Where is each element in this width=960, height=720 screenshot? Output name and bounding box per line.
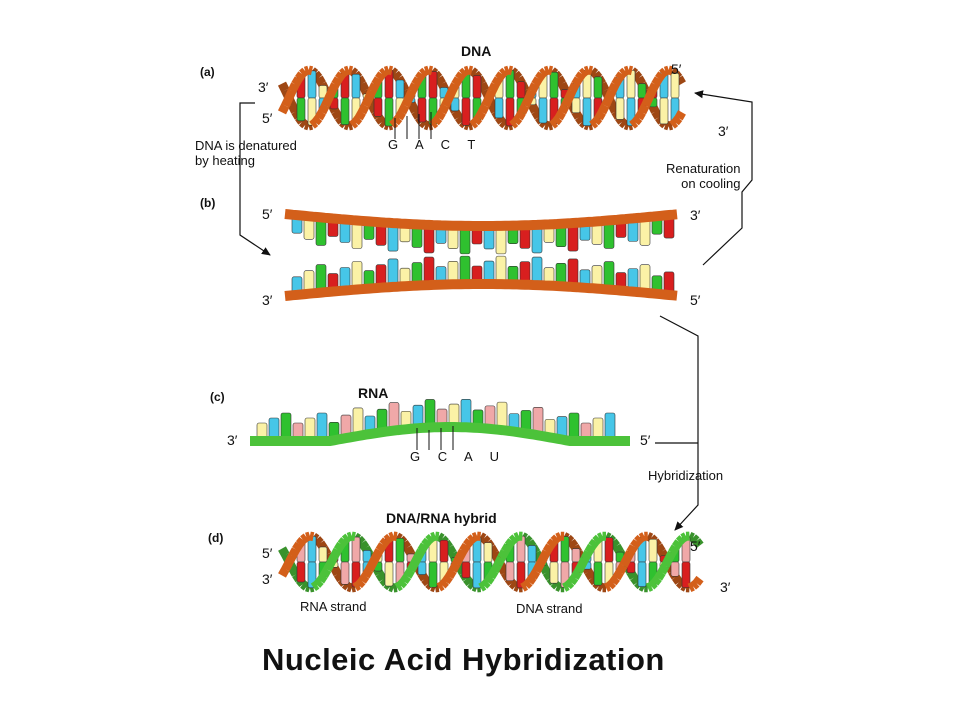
base-half xyxy=(395,79,405,99)
base-half xyxy=(417,561,427,575)
base-half xyxy=(648,538,658,563)
base-half xyxy=(307,70,317,99)
base-half xyxy=(582,97,592,126)
base-half xyxy=(637,83,647,99)
base-half xyxy=(538,97,548,124)
base-half xyxy=(615,97,625,120)
rna-base-letters: G C A U xyxy=(410,449,506,464)
base-half xyxy=(384,561,394,587)
base-half xyxy=(461,561,471,579)
base-half xyxy=(428,561,438,588)
base-half xyxy=(637,561,647,588)
base-half xyxy=(472,561,482,589)
dna-rna-hybrid-helix xyxy=(278,531,704,593)
dna-left-bottom-end: 5′ xyxy=(262,110,273,126)
hybrid-label: DNA/RNA hybrid xyxy=(386,510,497,526)
upper-strand-left-end: 5′ xyxy=(262,206,273,222)
lower-strand-right-end: 5′ xyxy=(690,292,701,308)
base-half xyxy=(494,97,504,119)
backbone-front-b xyxy=(277,65,686,129)
base-half xyxy=(428,71,438,99)
denatured-strand-upper xyxy=(284,209,678,255)
rna-strand xyxy=(250,399,630,446)
base-half xyxy=(549,71,559,99)
hybrid-right-bottom-end: 3′ xyxy=(720,579,731,595)
base-half xyxy=(659,97,669,125)
base-half xyxy=(571,548,581,563)
rna-label: RNA xyxy=(358,385,389,401)
rna-right-end: 5′ xyxy=(640,432,651,448)
dna-double-helix xyxy=(277,65,686,131)
base-half xyxy=(549,561,559,584)
hybrid-left-bottom-end: 3′ xyxy=(262,571,273,587)
hybrid-left-top-end: 5′ xyxy=(262,545,273,561)
figure-title: Nucleic Acid Hybridization xyxy=(262,642,665,677)
denature-label: DNA is denatured by heating xyxy=(195,138,297,168)
base-half xyxy=(593,561,603,586)
hybridize-arrow xyxy=(659,315,699,531)
panel-a-marker: (a) xyxy=(200,65,215,79)
base-half xyxy=(351,73,361,99)
backbone-front-a xyxy=(309,65,674,129)
base-half xyxy=(395,538,405,563)
denature-arrow xyxy=(239,102,271,256)
dna-right-top-end: 5′ xyxy=(671,61,682,77)
base-half xyxy=(670,561,680,577)
base-half xyxy=(593,76,603,99)
base-half xyxy=(384,97,394,127)
dna-strand-label: DNA strand xyxy=(516,601,583,616)
strand-backbone xyxy=(250,422,630,446)
base-half xyxy=(340,561,350,585)
backbone-front-a xyxy=(310,531,690,592)
dna-base-letters: G A C T xyxy=(388,137,483,152)
dna-label: DNA xyxy=(461,43,492,59)
hybrid-right-top-end: 5′ xyxy=(690,538,701,554)
base-half xyxy=(450,97,460,112)
base-half xyxy=(417,97,427,123)
rna-left-end: 3′ xyxy=(227,432,238,448)
base-half xyxy=(483,542,493,563)
dna-left-top-end: 3′ xyxy=(258,79,269,95)
strand-backbone xyxy=(284,209,678,231)
denatured-strand-lower xyxy=(284,255,678,301)
base-half xyxy=(318,546,328,563)
base-half xyxy=(340,97,350,125)
hybridize-label: Hybridization xyxy=(648,468,724,483)
base-pointer-lines xyxy=(394,112,454,450)
renature-arrow xyxy=(694,90,753,266)
dna-right-bottom-end: 3′ xyxy=(718,123,729,139)
base-half xyxy=(472,75,482,99)
base-half xyxy=(461,97,471,126)
base-half xyxy=(505,97,515,127)
rna-strand-label: RNA strand xyxy=(300,599,367,614)
base-half xyxy=(604,537,614,563)
base-half xyxy=(571,97,581,114)
base-half xyxy=(516,561,526,589)
base-half xyxy=(439,539,449,563)
upper-strand-right-end: 3′ xyxy=(690,207,701,223)
base-half xyxy=(505,561,515,582)
panel-d-marker: (d) xyxy=(208,531,224,545)
strand-backbone xyxy=(284,279,678,301)
base-half xyxy=(516,81,526,99)
lower-strand-left-end: 3′ xyxy=(262,292,273,308)
renature-label: Renaturation on cooling xyxy=(666,161,741,191)
base-half xyxy=(373,97,383,117)
base-half xyxy=(296,561,306,583)
panel-c-marker: (c) xyxy=(210,390,225,404)
base-half xyxy=(527,545,537,563)
backbone-front-b xyxy=(278,531,704,592)
base-half xyxy=(296,97,306,122)
base-half xyxy=(681,561,691,588)
panel-b-marker: (b) xyxy=(200,196,216,210)
